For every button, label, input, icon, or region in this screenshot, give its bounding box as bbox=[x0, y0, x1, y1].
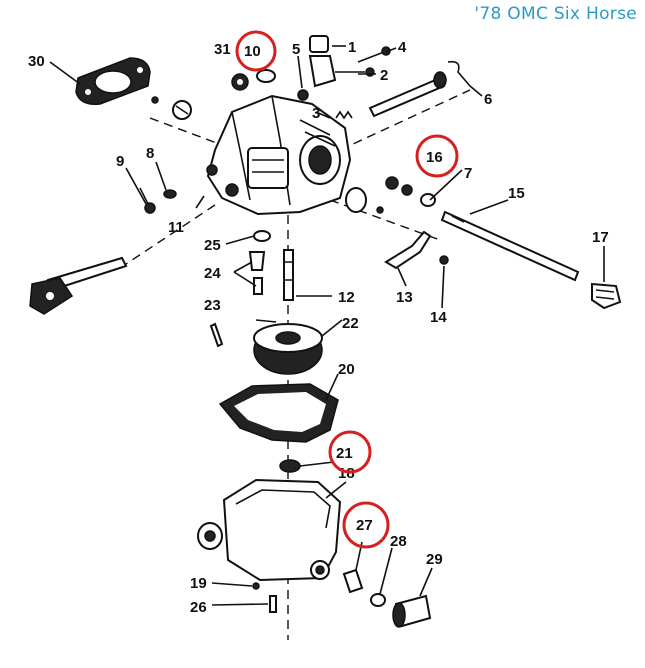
callout-25: 25 bbox=[204, 237, 221, 254]
part-4-screw bbox=[357, 46, 391, 63]
part-18-float-bowl bbox=[197, 478, 342, 582]
callout-9: 9 bbox=[116, 153, 124, 170]
part-1-cap bbox=[309, 35, 329, 53]
callout-10: 10 bbox=[244, 43, 261, 60]
part-31-plug bbox=[231, 73, 249, 91]
callout-labels: 30 31 10 5 1 4 2 3 6 16 7 8 9 11 15 17 2… bbox=[28, 39, 609, 616]
callout-22: 22 bbox=[342, 315, 359, 332]
part-6-throttle-shaft bbox=[368, 60, 471, 118]
part-13-bracket bbox=[384, 230, 432, 270]
part-2-valve bbox=[308, 55, 375, 88]
part-21-seat bbox=[279, 459, 301, 473]
callout-26: 26 bbox=[190, 599, 207, 616]
callout-19: 19 bbox=[190, 575, 207, 592]
part-9-screw bbox=[139, 187, 156, 214]
part-7-washer bbox=[420, 193, 436, 207]
callout-12: 12 bbox=[338, 289, 355, 306]
highlight-circle-27 bbox=[342, 501, 390, 549]
part-23-float-pin bbox=[209, 322, 224, 348]
part-26-screw bbox=[269, 595, 277, 613]
part-11-screw bbox=[195, 195, 205, 209]
part-20-bowl-gasket bbox=[218, 383, 339, 443]
callout-8: 8 bbox=[146, 145, 154, 162]
part-15-needle-valve bbox=[440, 210, 580, 282]
part-22-float bbox=[253, 319, 323, 375]
callout-27: 27 bbox=[356, 517, 373, 534]
callout-2: 2 bbox=[380, 67, 388, 84]
callout-21: 21 bbox=[336, 445, 353, 462]
callout-17: 17 bbox=[592, 229, 609, 246]
part-16-washer bbox=[385, 176, 413, 196]
callout-30: 30 bbox=[28, 53, 45, 70]
highlight-circle-16 bbox=[415, 134, 459, 178]
leader-lines bbox=[49, 45, 605, 606]
callout-18: 18 bbox=[338, 465, 355, 482]
callout-4: 4 bbox=[398, 39, 407, 56]
part-12-nozzle bbox=[283, 249, 294, 301]
callout-20: 20 bbox=[338, 361, 355, 378]
callout-23: 23 bbox=[204, 297, 221, 314]
part-small-bracket bbox=[151, 96, 192, 120]
callout-1: 1 bbox=[348, 39, 356, 56]
diagram-caption: '78 OMC Six Horse bbox=[474, 4, 637, 24]
part-3-spring bbox=[335, 110, 353, 120]
part-17-plug bbox=[591, 282, 622, 310]
callout-14: 14 bbox=[430, 309, 447, 326]
part-24-jet bbox=[248, 251, 266, 295]
part-linkage-lever bbox=[29, 256, 128, 315]
callout-16: 16 bbox=[426, 149, 443, 166]
part-choke-plate bbox=[345, 187, 384, 214]
part-8-washer bbox=[163, 189, 177, 199]
part-29-drain-screw bbox=[392, 594, 432, 628]
part-30-flange-gasket bbox=[75, 57, 151, 105]
highlight-circle-10 bbox=[235, 30, 277, 72]
part-19-washer bbox=[252, 582, 260, 590]
part-28-gasket bbox=[370, 593, 386, 607]
callout-28: 28 bbox=[390, 533, 407, 550]
callout-13: 13 bbox=[396, 289, 413, 306]
callout-29: 29 bbox=[426, 551, 443, 568]
part-carburetor-body bbox=[206, 94, 352, 216]
callout-31: 31 bbox=[214, 41, 231, 58]
callout-15: 15 bbox=[508, 185, 525, 202]
highlight-circles bbox=[235, 30, 459, 549]
part-5-washer bbox=[297, 89, 309, 101]
callout-24: 24 bbox=[204, 265, 221, 282]
callout-3: 3 bbox=[312, 105, 320, 122]
part-10-plug bbox=[256, 69, 276, 83]
callout-6: 6 bbox=[484, 91, 492, 108]
part-27-jet bbox=[342, 568, 364, 594]
highlight-circle-21 bbox=[328, 430, 372, 474]
part-25-gasket bbox=[253, 230, 271, 242]
callout-11: 11 bbox=[168, 219, 184, 236]
callout-5: 5 bbox=[292, 41, 300, 58]
part-14-screw bbox=[439, 255, 449, 265]
callout-7: 7 bbox=[464, 165, 472, 182]
